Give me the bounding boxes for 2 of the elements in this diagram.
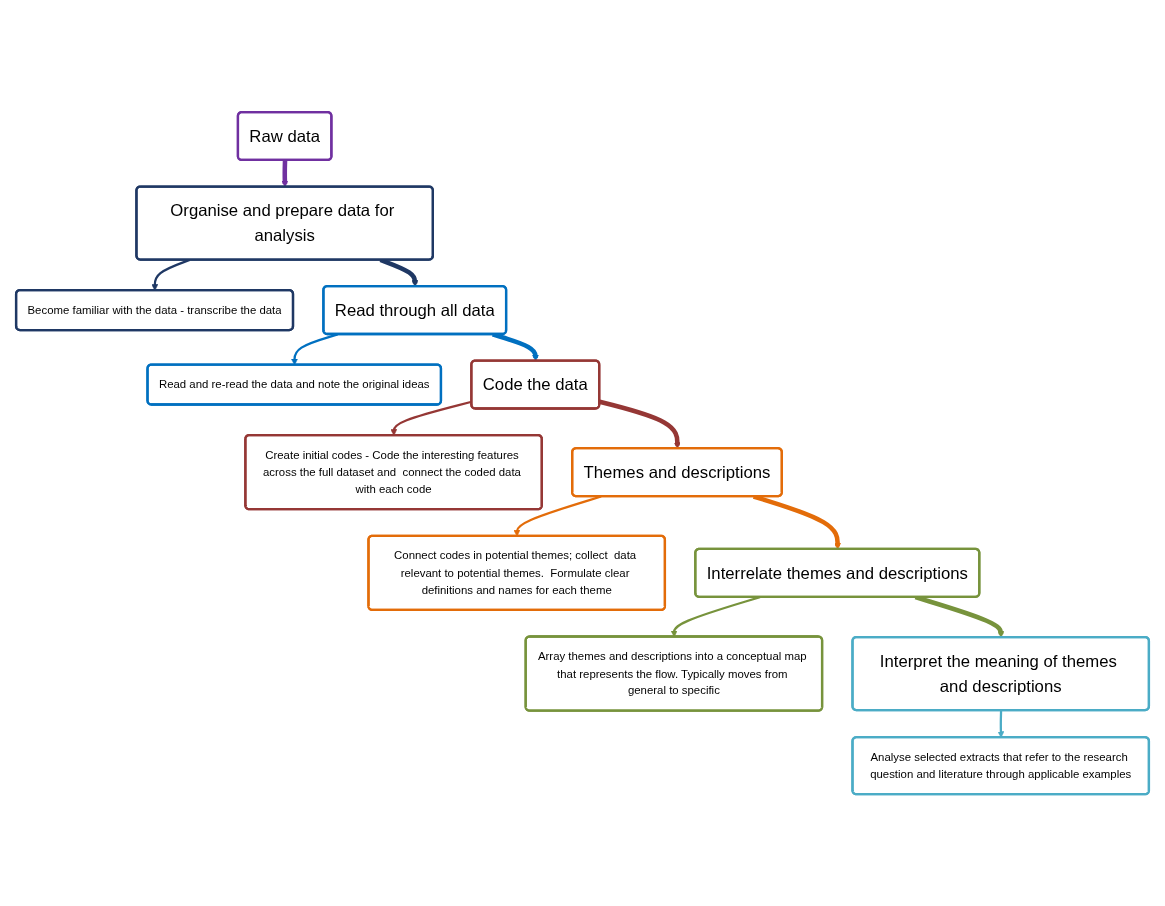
arrow (599, 399, 681, 449)
arrow (997, 710, 1005, 738)
